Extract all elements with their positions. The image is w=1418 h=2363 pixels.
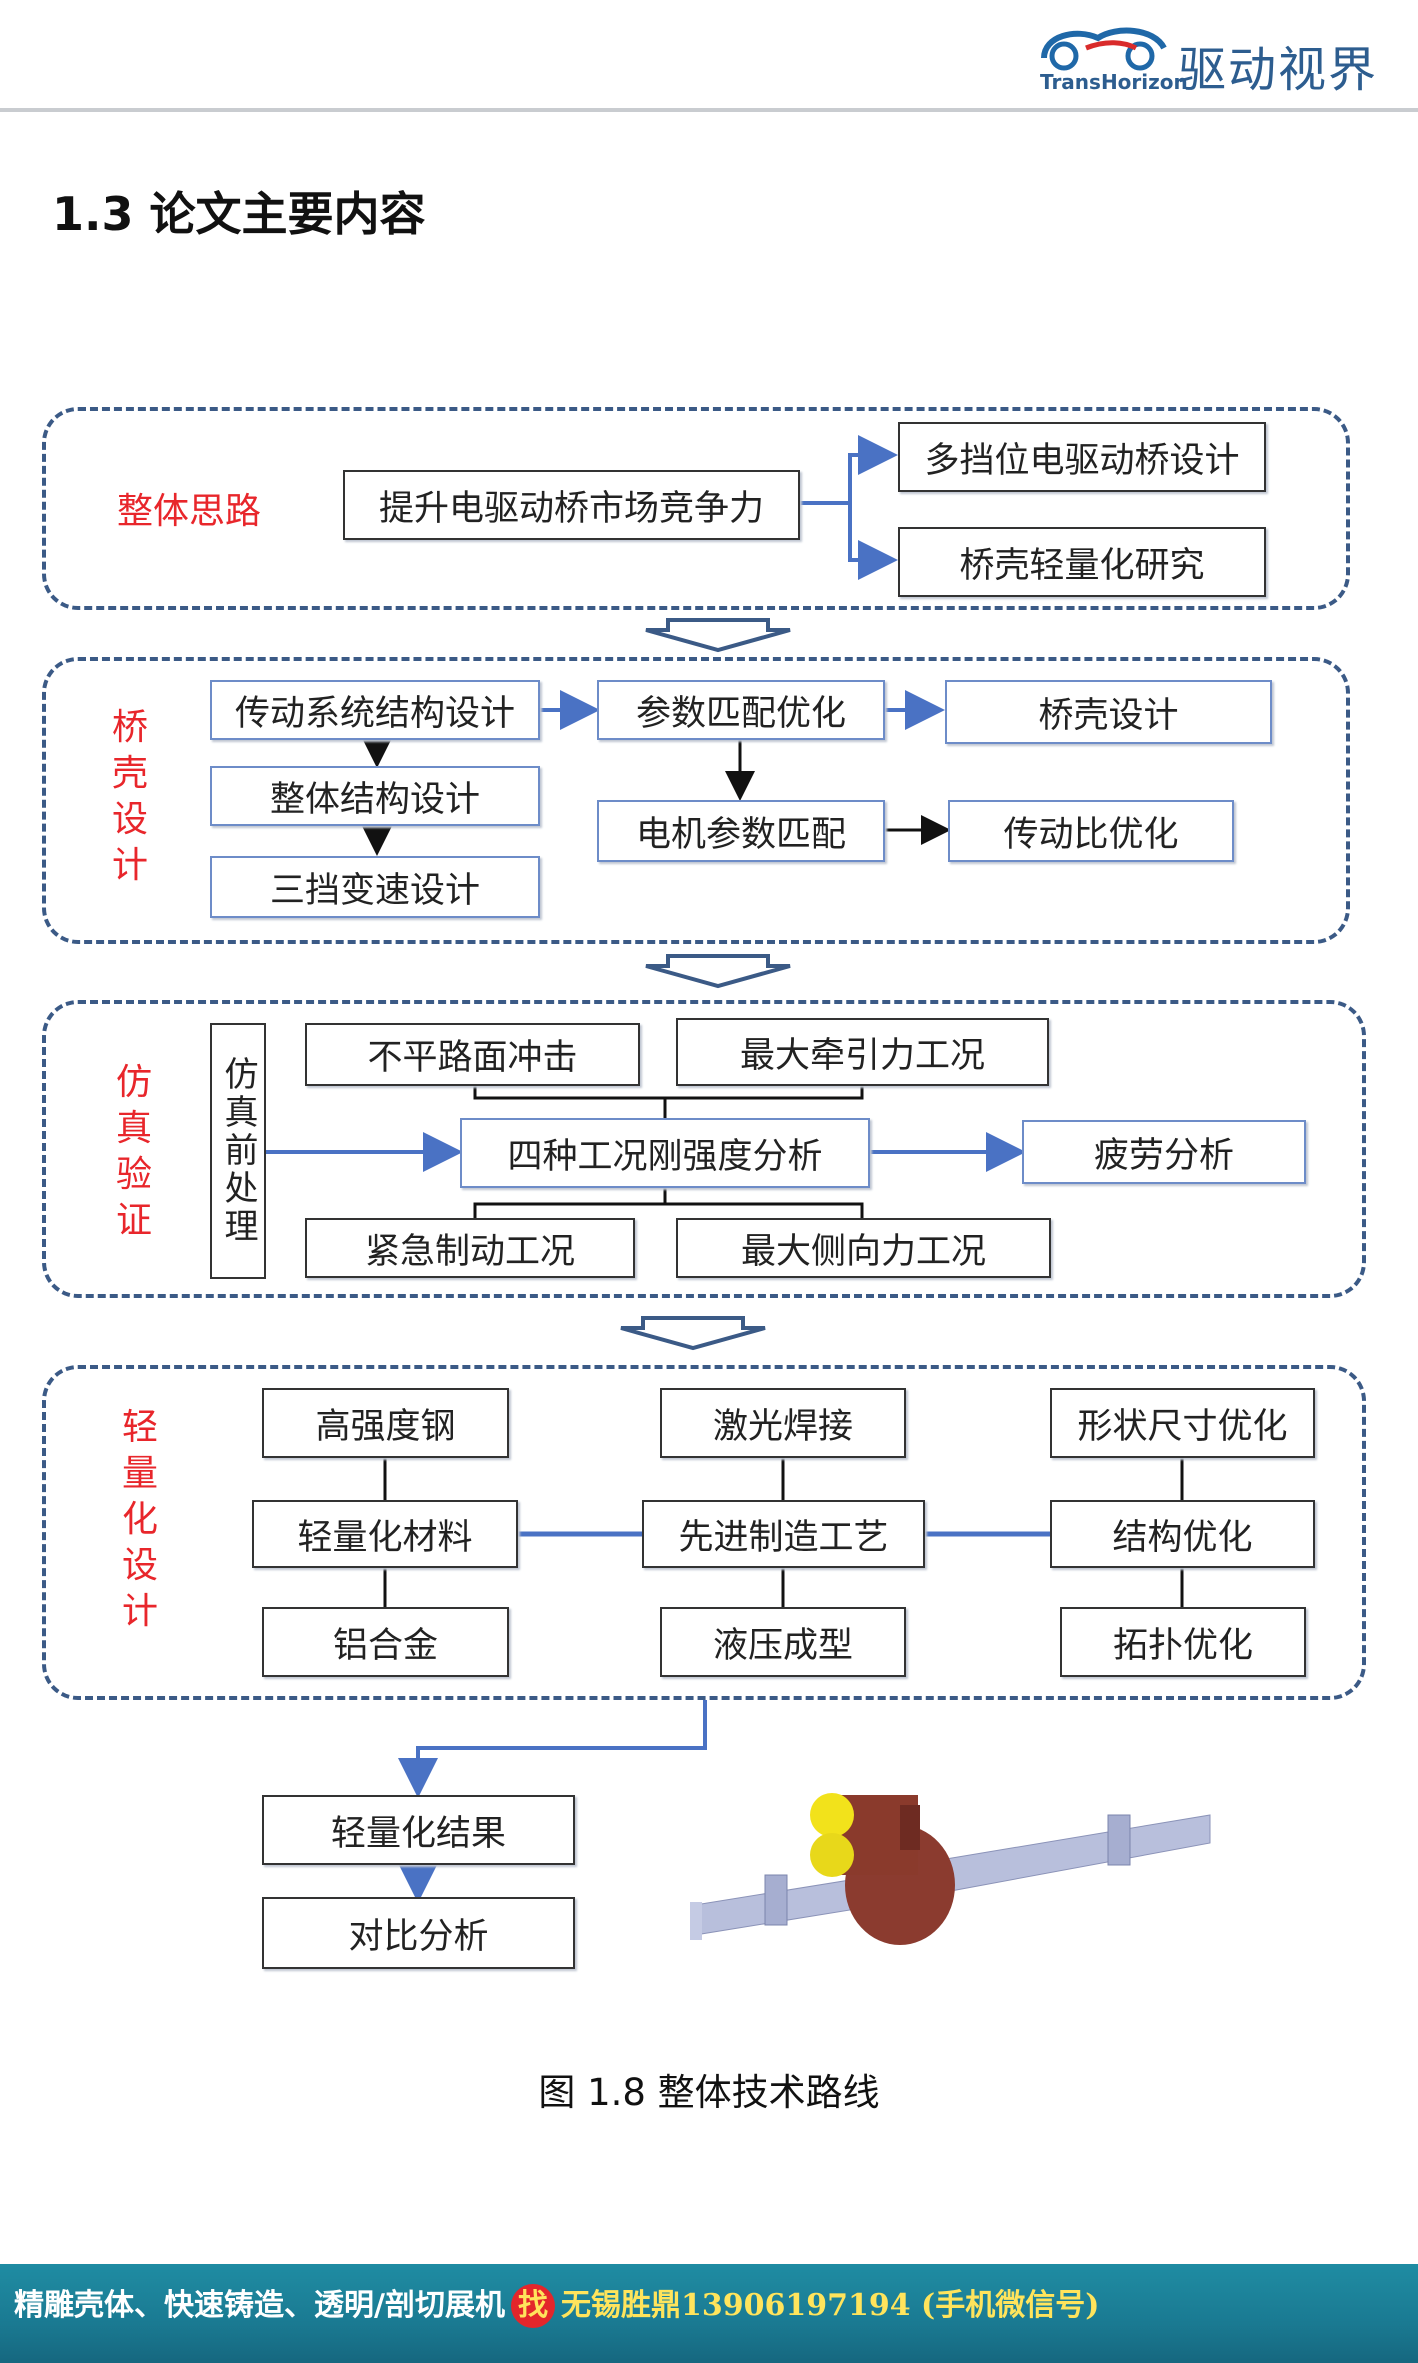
box-housing-lightweight: 桥壳轻量化研究 [898, 527, 1266, 597]
figure-caption: 图 1.8 整体技术路线 [538, 2071, 880, 2114]
p3-connectors [473, 1086, 864, 1218]
panel-simulation [42, 1000, 1366, 1298]
p4-connectors [383, 1458, 1184, 1607]
box-fatigue: 疲劳分析 [1022, 1120, 1306, 1184]
box-overall-structure: 整体结构设计 [210, 766, 540, 826]
panel-lightweight [42, 1365, 1366, 1700]
panel-label-simulation: 仿真验证 [115, 1062, 152, 1241]
pre-processing-text: 仿真前处理 [218, 1056, 258, 1246]
box-aluminum-alloy: 铝合金 [262, 1607, 509, 1677]
box-max-traction: 最大牵引力工况 [676, 1018, 1049, 1086]
box-lightweight-result: 轻量化结果 [262, 1795, 575, 1865]
brand-sub: TransHorizon [1040, 70, 1188, 94]
panel-label-overall-idea: 整体思路 [117, 491, 262, 532]
box-three-gear-design: 三挡变速设计 [210, 856, 540, 918]
brand-logo [1036, 18, 1171, 78]
header-divider [0, 108, 1418, 112]
box-topology-opt: 拓扑优化 [1060, 1607, 1306, 1677]
box-hydroforming: 液压成型 [660, 1607, 906, 1677]
box-comparison: 对比分析 [262, 1897, 575, 1969]
brand-name: 驱动视界 [1178, 42, 1379, 98]
box-transmission-structure: 传动系统结构设计 [210, 680, 540, 740]
box-sim-preprocessing: 仿真前处理 [210, 1023, 266, 1279]
axle-3d-illustration [690, 1793, 1211, 1945]
box-main-goal: 提升电驱动桥市场竞争力 [343, 470, 800, 540]
footer-find-badge: 找 [510, 2284, 555, 2328]
box-emergency-brake: 紧急制动工况 [305, 1218, 635, 1278]
car-logo-icon [1041, 27, 1167, 71]
result-connectors [398, 1700, 707, 1903]
box-motor-matching: 电机参数匹配 [597, 800, 885, 862]
box-laser-welding: 激光焊接 [660, 1388, 906, 1458]
box-structure-opt: 结构优化 [1050, 1500, 1315, 1568]
footer-text-a: 精雕壳体、快速铸造、透明/剖切展机 [14, 2288, 505, 2323]
box-rough-road: 不平路面冲击 [305, 1023, 640, 1086]
panel-overall-idea [42, 407, 1350, 610]
box-four-conditions: 四种工况刚强度分析 [460, 1118, 870, 1188]
p1-connectors [800, 435, 898, 580]
box-max-lateral: 最大侧向力工况 [676, 1218, 1051, 1278]
footer-banner [0, 2264, 1418, 2363]
box-shape-size-opt: 形状尺寸优化 [1050, 1388, 1315, 1458]
panel-label-housing-design: 桥壳设计 [111, 707, 148, 886]
box-advanced-manufacturing: 先进制造工艺 [642, 1500, 925, 1568]
flow-down-arrows [620, 618, 791, 1351]
box-multi-gear-design: 多挡位电驱动桥设计 [898, 422, 1266, 492]
section-title: 1.3 论文主要内容 [52, 187, 426, 241]
box-parameter-matching: 参数匹配优化 [597, 680, 885, 740]
footer-ad-text: 精雕壳体、快速铸造、透明/剖切展机找无锡胜鼎13906197194 (手机微信号… [14, 2280, 1099, 2328]
box-lightweight-material: 轻量化材料 [252, 1500, 518, 1568]
box-ratio-optimization: 传动比优化 [948, 800, 1234, 862]
footer-text-b: 无锡胜鼎13906197194 (手机微信号) [560, 2288, 1100, 2323]
box-housing-design: 桥壳设计 [945, 680, 1272, 744]
box-high-strength-steel: 高强度钢 [262, 1388, 509, 1458]
panel-label-lightweight: 轻量化设计 [121, 1407, 158, 1632]
panel-housing-design [42, 657, 1350, 944]
